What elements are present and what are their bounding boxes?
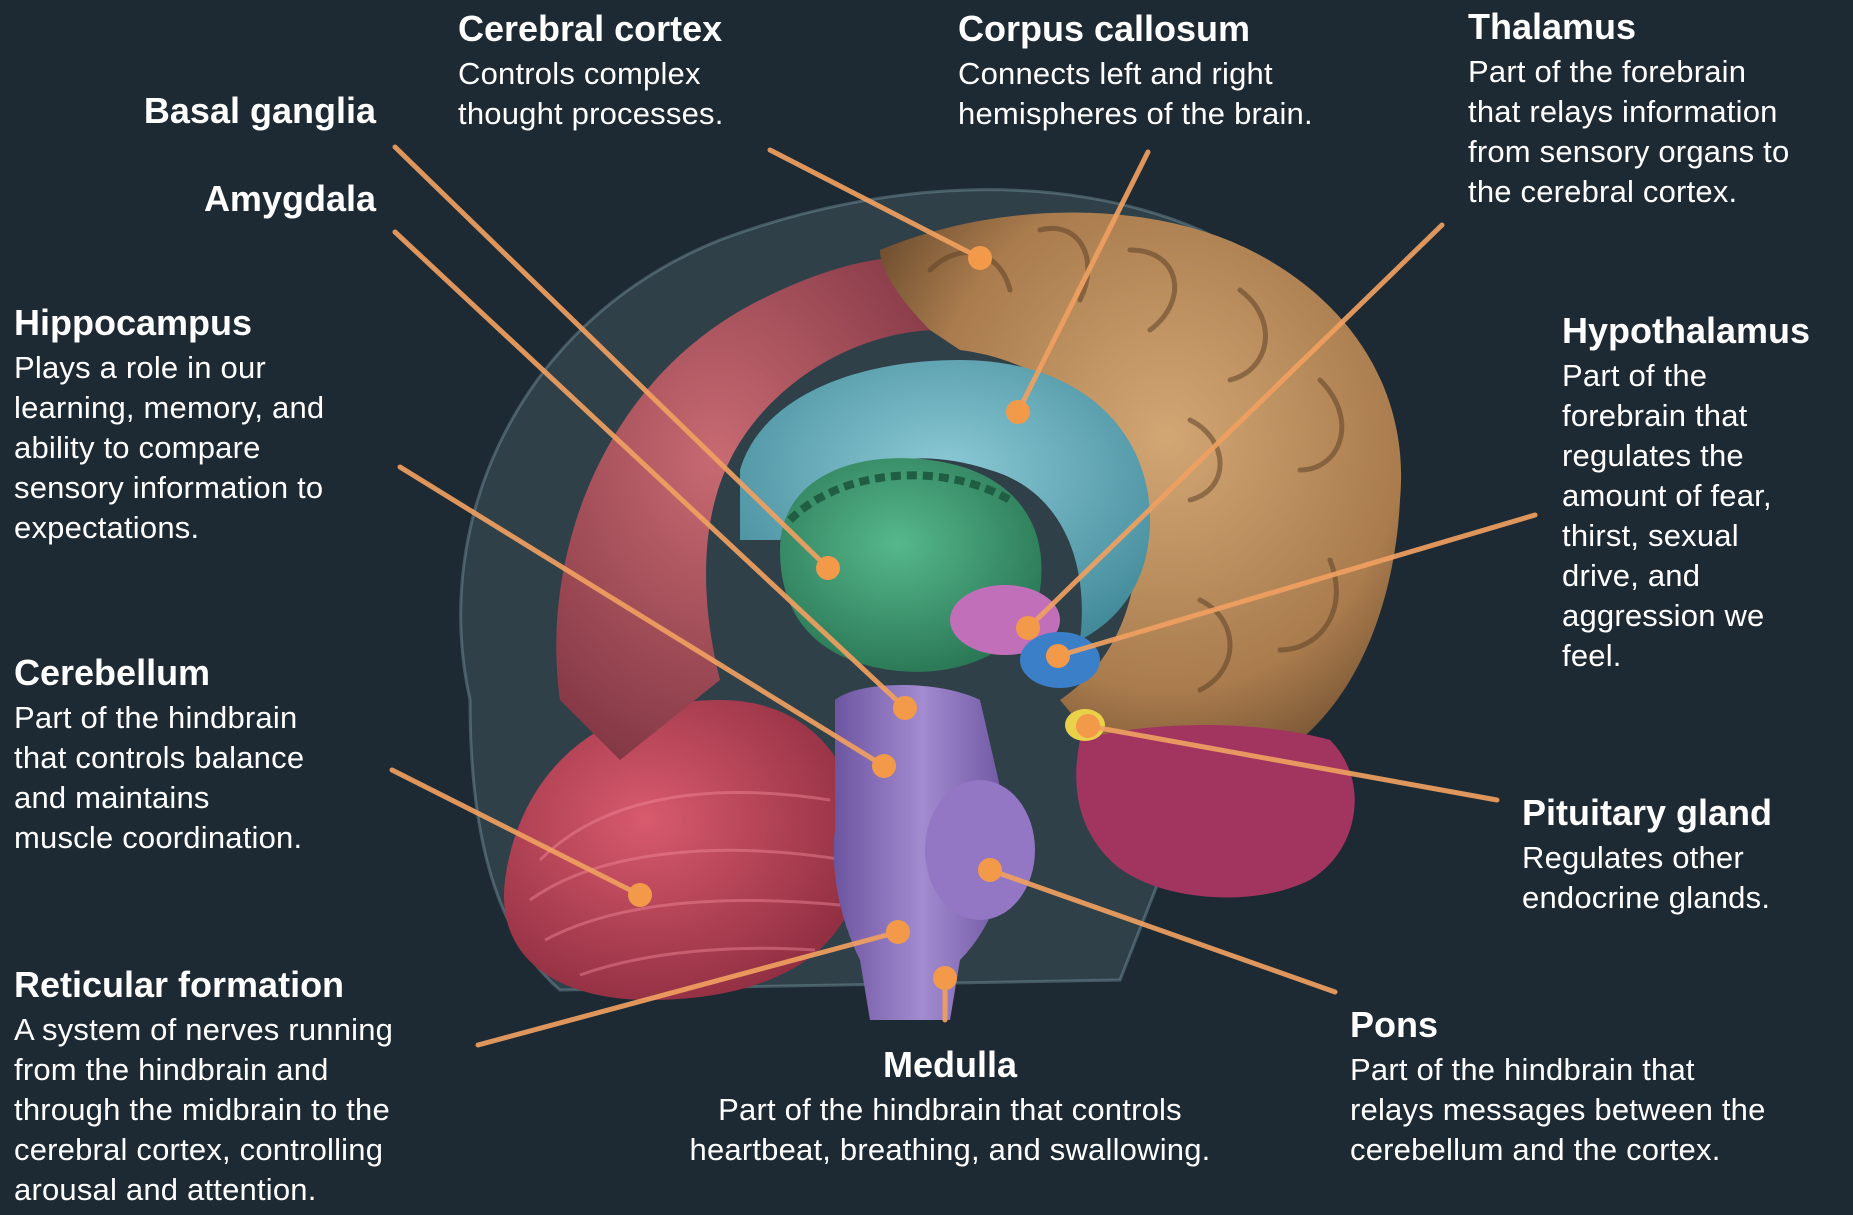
marker-basal-ganglia bbox=[816, 556, 840, 580]
label-desc-line: sensory information to bbox=[14, 468, 324, 508]
label-cerebellum: Cerebellum Part of the hindbrain that co… bbox=[14, 652, 304, 858]
label-desc-line: expectations. bbox=[14, 508, 324, 548]
label-desc-line: hemispheres of the brain. bbox=[958, 94, 1313, 134]
label-desc-line: Connects left and right bbox=[958, 54, 1313, 94]
label-hippocampus: Hippocampus Plays a role in our learning… bbox=[14, 302, 324, 548]
label-desc-line: Regulates other bbox=[1522, 838, 1772, 878]
label-desc-line: the cerebral cortex. bbox=[1468, 172, 1789, 212]
marker-thalamus bbox=[1016, 616, 1040, 640]
label-title: Cerebral cortex bbox=[458, 8, 724, 50]
marker-amygdala bbox=[893, 696, 917, 720]
label-desc-line: thought processes. bbox=[458, 94, 724, 134]
pons-shape bbox=[925, 780, 1035, 920]
label-desc-line: from sensory organs to bbox=[1468, 132, 1789, 172]
label-pituitary-gland: Pituitary gland Regulates other endocrin… bbox=[1522, 792, 1772, 918]
label-desc-line: feel. bbox=[1562, 636, 1810, 676]
label-basal-ganglia: Basal ganglia bbox=[100, 90, 376, 136]
label-desc-line: from the hindbrain and bbox=[14, 1050, 393, 1090]
label-desc-line: cerebral cortex, controlling bbox=[14, 1130, 393, 1170]
marker-cerebral-cortex bbox=[968, 246, 992, 270]
label-title: Thalamus bbox=[1468, 6, 1789, 48]
label-desc-line: regulates the bbox=[1562, 436, 1810, 476]
label-title: Hypothalamus bbox=[1562, 310, 1810, 352]
label-title: Cerebellum bbox=[14, 652, 304, 694]
label-desc-line: drive, and bbox=[1562, 556, 1810, 596]
marker-cerebellum bbox=[628, 883, 652, 907]
label-desc-line: ability to compare bbox=[14, 428, 324, 468]
label-desc-line: cerebellum and the cortex. bbox=[1350, 1130, 1766, 1170]
label-pons: Pons Part of the hindbrain that relays m… bbox=[1350, 1004, 1766, 1170]
marker-pituitary bbox=[1076, 714, 1100, 738]
label-desc-line: learning, memory, and bbox=[14, 388, 324, 428]
label-reticular-formation: Reticular formation A system of nerves r… bbox=[14, 964, 393, 1210]
label-hypothalamus: Hypothalamus Part of the forebrain that … bbox=[1562, 310, 1810, 676]
label-title: Corpus callosum bbox=[958, 8, 1313, 50]
label-desc-line: amount of fear, bbox=[1562, 476, 1810, 516]
label-desc-line: Part of the hindbrain bbox=[14, 698, 304, 738]
marker-corpus-callosum bbox=[1006, 400, 1030, 424]
label-desc-line: muscle coordination. bbox=[14, 818, 304, 858]
label-desc-line: that relays information bbox=[1468, 92, 1789, 132]
marker-hippocampus bbox=[872, 754, 896, 778]
label-desc-line: through the midbrain to the bbox=[14, 1090, 393, 1130]
marker-pons bbox=[978, 858, 1002, 882]
label-corpus-callosum: Corpus callosum Connects left and right … bbox=[958, 8, 1313, 134]
label-desc-line: Controls complex bbox=[458, 54, 724, 94]
label-desc-line: Part of the bbox=[1562, 356, 1810, 396]
label-desc-line: and maintains bbox=[14, 778, 304, 818]
label-desc-line: Plays a role in our bbox=[14, 348, 324, 388]
marker-hypothalamus bbox=[1046, 644, 1070, 668]
label-desc-line: forebrain that bbox=[1562, 396, 1810, 436]
label-desc-line: Part of the hindbrain that bbox=[1350, 1050, 1766, 1090]
label-desc-line: heartbeat, breathing, and swallowing. bbox=[640, 1130, 1260, 1170]
label-title: Reticular formation bbox=[14, 964, 393, 1006]
label-desc-line: thirst, sexual bbox=[1562, 516, 1810, 556]
label-thalamus: Thalamus Part of the forebrain that rela… bbox=[1468, 6, 1789, 212]
label-title: Pons bbox=[1350, 1004, 1766, 1046]
label-title: Medulla bbox=[640, 1044, 1260, 1086]
label-title: Pituitary gland bbox=[1522, 792, 1772, 834]
label-title: Basal ganglia bbox=[100, 90, 376, 132]
label-desc-line: arousal and attention. bbox=[14, 1170, 393, 1210]
label-desc-line: endocrine glands. bbox=[1522, 878, 1772, 918]
label-cerebral-cortex: Cerebral cortex Controls complex thought… bbox=[458, 8, 724, 134]
label-desc-line: A system of nerves running bbox=[14, 1010, 393, 1050]
label-desc-line: Part of the forebrain bbox=[1468, 52, 1789, 92]
label-desc-line: relays messages between the bbox=[1350, 1090, 1766, 1130]
label-title: Hippocampus bbox=[14, 302, 324, 344]
label-medulla: Medulla Part of the hindbrain that contr… bbox=[640, 1044, 1260, 1170]
label-title: Amygdala bbox=[100, 178, 376, 220]
marker-medulla bbox=[933, 966, 957, 990]
label-desc-line: aggression we bbox=[1562, 596, 1810, 636]
label-desc-line: that controls balance bbox=[14, 738, 304, 778]
label-amygdala: Amygdala bbox=[100, 178, 376, 224]
marker-reticular-formation bbox=[886, 920, 910, 944]
label-desc-line: Part of the hindbrain that controls bbox=[640, 1090, 1260, 1130]
